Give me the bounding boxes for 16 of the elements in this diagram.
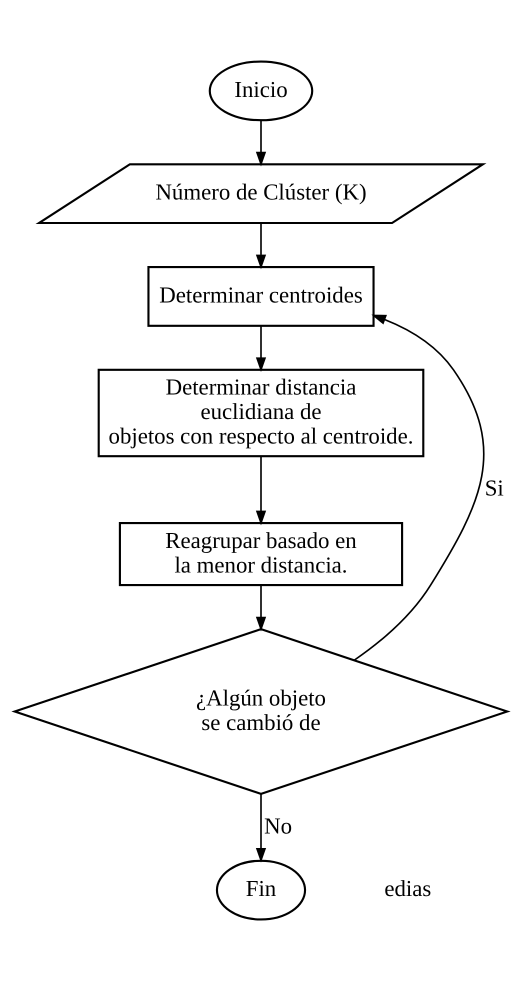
node-box: Determinar centroides [147,266,375,327]
node-ellipse: Inicio [208,60,314,122]
arrow [354,314,484,661]
arrow [256,326,266,372]
node-diamond: ¿Algún objeto se cambió de [11,628,511,795]
arrow [256,120,266,166]
edge-label: No [264,813,292,838]
node-ellipse: Fin [216,860,306,921]
arrow [256,794,266,863]
arrow [256,224,266,270]
edge-label: Si [484,476,504,501]
label: edias [384,876,432,902]
node-box: Reagrupar basado en la menor distancia. [118,522,404,586]
arrow [256,585,266,632]
node-box: Determinar distancia euclidiana de objetos con respecto al centroide. [98,368,424,458]
arrow [256,456,266,526]
